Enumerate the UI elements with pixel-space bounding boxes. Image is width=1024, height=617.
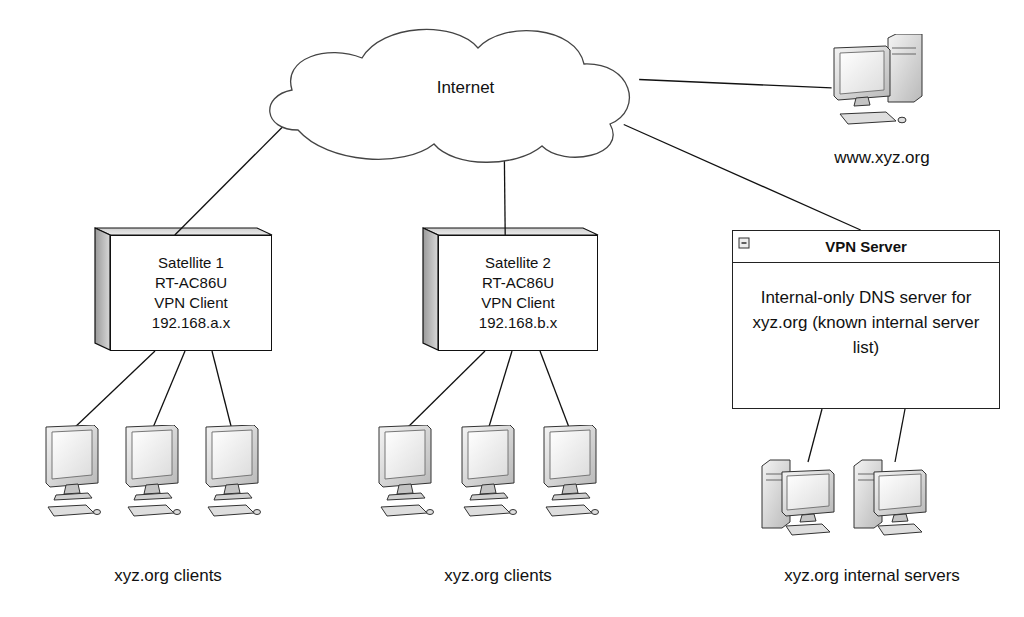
- router-box: Satellite 2 RT-AC86U VPN Client 192.168.…: [438, 235, 598, 351]
- collapse-icon: [742, 242, 747, 243]
- node-label: Satellite 2 RT-AC86U VPN Client 192.168.…: [472, 253, 564, 333]
- node-label: www.xyz.org: [832, 148, 931, 168]
- node-label: Internet: [437, 78, 495, 98]
- network-link: [175, 125, 285, 236]
- box-bevel: [423, 228, 438, 350]
- box-bevel: [423, 228, 598, 235]
- node-title: VPN Server: [733, 231, 999, 263]
- client-monitor: [544, 425, 599, 516]
- client-monitor: [126, 425, 181, 516]
- server-computer: [762, 460, 834, 535]
- client-monitor: [206, 425, 261, 516]
- internet-cloud: Internet: [258, 18, 643, 168]
- box-bevel: [95, 228, 272, 235]
- client-monitor: [46, 425, 101, 516]
- client-monitor: [379, 425, 434, 516]
- router-box: Satellite 1 RT-AC86U VPN Client 192.168.…: [110, 235, 272, 351]
- web-server-computer: [834, 34, 922, 124]
- server-computer: [854, 460, 926, 535]
- cloud-shape: [270, 29, 630, 162]
- cloud-outline: [258, 18, 643, 168]
- network-link: [504, 161, 506, 236]
- network-link: [639, 80, 831, 88]
- group-label: xyz.org clients: [444, 566, 552, 586]
- client-monitor: [462, 425, 517, 516]
- network-link: [624, 125, 861, 231]
- box-bevel: [95, 228, 110, 350]
- group-label: xyz.org internal servers: [784, 566, 960, 586]
- server-box: VPN ServerInternal-only DNS server for x…: [732, 230, 1000, 409]
- group-label: xyz.org clients: [114, 566, 222, 586]
- collapse-icon: [739, 238, 749, 248]
- node-label: Satellite 1 RT-AC86U VPN Client 192.168.…: [145, 253, 237, 333]
- web-server-node: www.xyz.org: [822, 30, 942, 168]
- node-body: Internal-only DNS server for xyz.org (kn…: [750, 285, 982, 368]
